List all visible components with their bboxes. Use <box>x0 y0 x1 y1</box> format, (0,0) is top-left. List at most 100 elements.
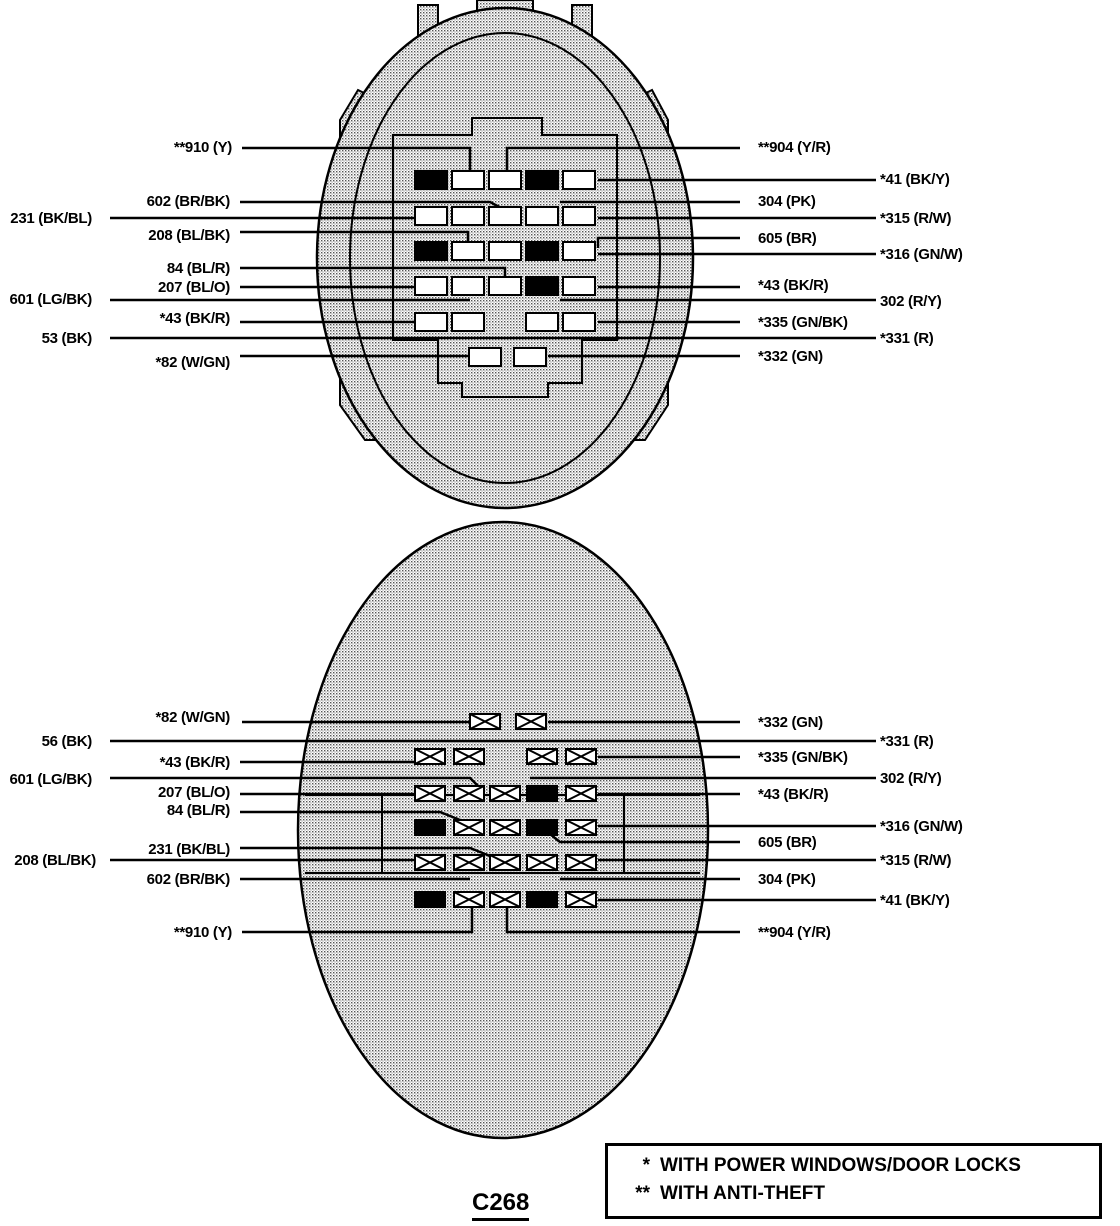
wire-label: *335 (GN/BK) <box>758 749 848 766</box>
top-connector-view: **910 (Y) **904 (Y/R) *41 (BK/Y) 602 (BR… <box>9 0 963 510</box>
cavity-x <box>489 891 521 908</box>
wire-label: 601 (LG/BK) <box>9 291 92 308</box>
cavity-x <box>565 748 597 765</box>
cavity-x <box>565 819 597 836</box>
wire-label: *332 (GN) <box>758 348 823 365</box>
wire-label: 602 (BR/BK) <box>147 871 231 888</box>
wire-label: **904 (Y/R) <box>758 139 831 156</box>
wire-label: 302 (R/Y) <box>880 770 942 787</box>
legend-mark: ** <box>635 1183 650 1204</box>
legend-row: * WITH POWER WINDOWS/DOOR LOCKS <box>616 1155 1021 1177</box>
legend-box: * WITH POWER WINDOWS/DOOR LOCKS ** WITH AN… <box>605 1143 1102 1219</box>
wire-label: 207 (BL/O) <box>158 279 230 296</box>
legend-text: WITH POWER WINDOWS/DOOR LOCKS <box>660 1155 1021 1176</box>
legend-text: WITH ANTI-THEFT <box>660 1183 825 1204</box>
wire-label: 53 (BK) <box>42 330 93 347</box>
wire-label: *82 (W/GN) <box>155 709 230 726</box>
top-cavity-outline <box>392 117 618 398</box>
cavity-x <box>515 713 547 730</box>
wire-label: *331 (R) <box>880 733 934 750</box>
cavity-x <box>489 785 521 802</box>
wire-label: *315 (R/W) <box>880 210 951 227</box>
wire-label: *331 (R) <box>880 330 934 347</box>
cavity-x <box>565 891 597 908</box>
cavity <box>468 347 502 367</box>
wire-label: 304 (PK) <box>758 193 816 210</box>
wire-label: *316 (GN/W) <box>880 818 963 835</box>
cavity-x <box>453 819 485 836</box>
wire-label: 601 (LG/BK) <box>9 771 92 788</box>
cavity <box>513 347 547 367</box>
cavity-x <box>414 785 446 802</box>
wire-label: 302 (R/Y) <box>880 293 942 310</box>
wire-label: 207 (BL/O) <box>158 784 230 801</box>
cavity-filled <box>526 891 558 908</box>
wire-label: *332 (GN) <box>758 714 823 731</box>
wire-label: 304 (PK) <box>758 871 816 888</box>
connector-id-label: C268 <box>472 1190 530 1221</box>
wire-label: 605 (BR) <box>758 230 817 247</box>
cavity <box>451 170 485 190</box>
cavity-x <box>489 819 521 836</box>
wire-label: 208 (BL/BK) <box>14 852 96 869</box>
wire-label: *41 (BK/Y) <box>880 892 950 909</box>
wire-label: *43 (BK/R) <box>758 786 829 803</box>
wire-label: *43 (BK/R) <box>160 310 231 327</box>
cavity-x <box>565 785 597 802</box>
wire-label: *335 (GN/BK) <box>758 314 848 331</box>
cavity <box>414 241 448 261</box>
cavity <box>525 312 559 332</box>
cavity-filled <box>526 785 558 802</box>
cavity <box>488 206 522 226</box>
wire-label: 231 (BK/BL) <box>10 210 92 227</box>
cavity-x <box>489 854 521 871</box>
wire-label: 208 (BL/BK) <box>148 227 230 244</box>
bottom-cavities <box>414 713 597 908</box>
cavity-x <box>453 891 485 908</box>
cavity <box>488 241 522 261</box>
cavity <box>562 206 596 226</box>
top-connector-rim <box>349 32 661 484</box>
cavity <box>451 241 485 261</box>
legend-row: ** WITH ANTI-THEFT <box>616 1183 825 1205</box>
cavity-x <box>526 854 558 871</box>
wire-label: *316 (GN/W) <box>880 246 963 263</box>
cavity <box>525 170 559 190</box>
legend-mark: * <box>642 1155 650 1176</box>
cavity <box>414 206 448 226</box>
wire-label: *82 (W/GN) <box>155 354 230 371</box>
wire-label: 231 (BK/BL) <box>148 841 230 858</box>
wire-label: **910 (Y) <box>174 924 232 941</box>
wire-label: *43 (BK/R) <box>758 277 829 294</box>
cavity-filled <box>526 819 558 836</box>
wire-label: *41 (BK/Y) <box>880 171 950 188</box>
cavity-x <box>414 854 446 871</box>
cavity-filled <box>414 819 446 836</box>
cavity-x <box>526 748 558 765</box>
wire-label: **910 (Y) <box>174 139 232 156</box>
cavity-x <box>414 748 446 765</box>
wire-label: 84 (BL/R) <box>167 802 230 819</box>
bottom-wire-labels: *82 (W/GN) *332 (GN) 56 (BK) *331 (R) *4… <box>9 709 963 941</box>
cavity-x <box>453 785 485 802</box>
wire-label: **904 (Y/R) <box>758 924 831 941</box>
cavity-filled <box>414 891 446 908</box>
wire-label: 84 (BL/R) <box>167 260 230 277</box>
cavity <box>414 312 448 332</box>
cavity <box>525 276 559 296</box>
wire-label: *315 (R/W) <box>880 852 951 869</box>
wire-label: 605 (BR) <box>758 834 817 851</box>
cavity <box>562 276 596 296</box>
cavity <box>451 206 485 226</box>
cavity-x <box>453 854 485 871</box>
cavity <box>414 170 448 190</box>
cavity <box>488 276 522 296</box>
cavity <box>562 312 596 332</box>
wire-label: 602 (BR/BK) <box>147 193 231 210</box>
cavity-x <box>453 748 485 765</box>
cavity <box>562 170 596 190</box>
top-wire-labels: **910 (Y) **904 (Y/R) *41 (BK/Y) 602 (BR… <box>9 139 963 371</box>
cavity-x <box>565 854 597 871</box>
cavity <box>451 312 485 332</box>
